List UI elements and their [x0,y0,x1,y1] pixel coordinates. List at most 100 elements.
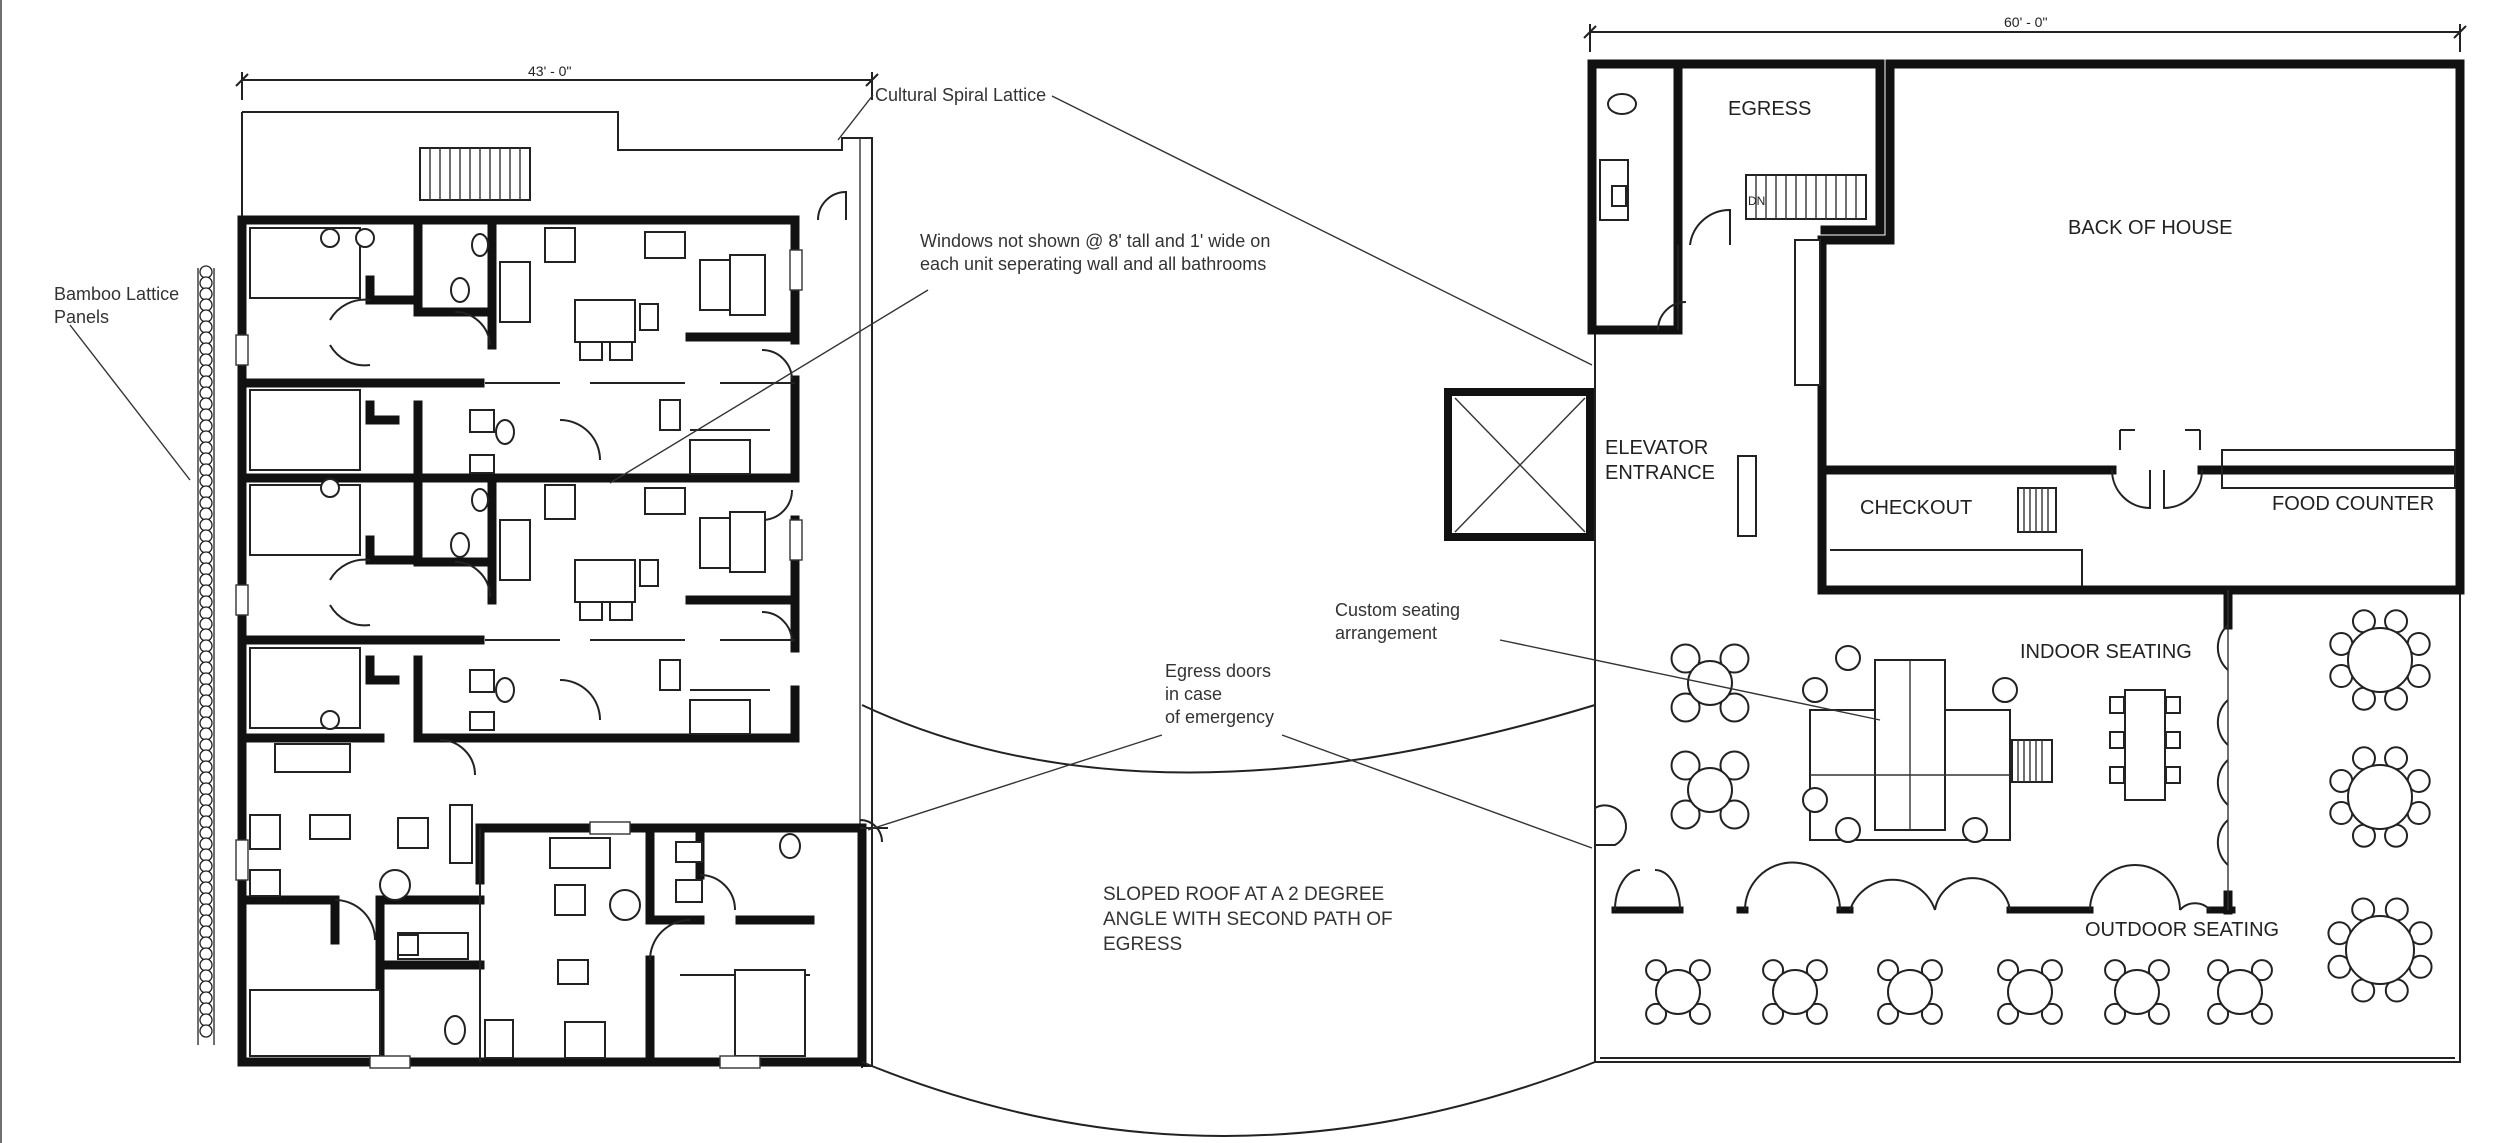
stair-dn-label: DN [1748,194,1765,208]
bathroom-fixtures [397,233,801,1045]
bamboo-panel [199,628,213,642]
chair [1670,692,1701,723]
bamboo-panel [199,837,213,851]
chair [1805,959,1828,982]
left-dimension-text: 43' - 0" [528,63,571,79]
commercial-building: 60' - 0" DN [1444,14,2467,1063]
bamboo-panel [199,507,213,521]
right-dimension-line [1583,24,2467,52]
egress-note-line3: of emergency [1165,707,1274,727]
outdoor-four-seat-table [1877,959,1943,1025]
bamboo-panel [199,804,213,818]
roof-note-line1: SLOPED ROOF AT A 2 DEGREE [1103,884,1384,905]
bamboo-panel [199,298,213,312]
windows-note-line1: Windows not shown @ 8' tall and 1' wide … [920,231,1270,251]
table-top [2114,969,2160,1015]
chair [1719,750,1750,781]
custom-seating-arrangement [1802,645,2053,843]
bamboo-panel [199,518,213,532]
bamboo-panel [199,419,213,433]
chair [1762,1002,1785,1025]
chair [1992,677,2018,703]
chair [2040,1002,2063,1025]
chair [1997,1002,2020,1025]
bamboo-panel [199,364,213,378]
egress-note-line2: in case [1165,684,1222,704]
chair [2250,959,2273,982]
bamboo-panel [199,408,213,422]
outdoor-four-seat-table [2207,959,2273,1025]
right-dimension-text: 60' - 0" [2004,14,2047,30]
bamboo-panel [199,606,213,620]
indoor-four-seat-table [1670,750,1750,830]
checkout-label: CHECKOUT [1860,497,1972,519]
table-top [1687,660,1733,706]
outdoor-eight-seat-table [2329,609,2431,711]
chair [1920,959,1943,982]
beds [249,227,806,1057]
chair [1805,1002,1828,1025]
chair [1877,959,1900,982]
bamboo-panel [199,430,213,444]
bamboo-panel [199,672,213,686]
bamboo-panel [199,826,213,840]
bamboo-panel [199,375,213,389]
chair [1802,677,1828,703]
bamboo-panel [199,914,213,928]
table-top [1772,969,1818,1015]
chair [1719,643,1750,674]
bamboo-panel [199,551,213,565]
bamboo-panel [199,320,213,334]
bamboo-panel [199,716,213,730]
bamboo-panel [199,980,213,994]
chair [1719,692,1750,723]
outdoor-four-seat-table [2104,959,2170,1025]
chair [1962,817,1988,843]
bamboo-panel [199,683,213,697]
food-counter-label: FOOD COUNTER [2272,493,2434,515]
chair [1920,1002,1943,1025]
outdoor-four-seat-table [1997,959,2063,1025]
bamboo-panel [199,529,213,543]
roof-note-line3: EGRESS [1103,934,1182,955]
table-top [2347,627,2413,693]
outdoor-four-seat-table [1762,959,1828,1025]
bamboo-panel [199,793,213,807]
bamboo-panel [199,386,213,400]
chair [1877,1002,1900,1025]
chair [2109,731,2125,749]
bamboo-panel [199,276,213,290]
elevator-label-line2: ENTRANCE [1605,462,1715,484]
bamboo-panel [199,650,213,664]
long-table [2109,689,2181,801]
outdoor-eight-seat-table [2329,746,2431,848]
bamboo-panel [199,265,213,279]
bamboo-lattice-panels [197,265,215,1045]
bamboo-panel [199,1013,213,1027]
bamboo-panel [199,969,213,983]
bamboo-panel [199,617,213,631]
table-top [2007,969,2053,1015]
chair [1719,799,1750,830]
bamboo-panel [199,397,213,411]
left-doors [329,190,883,961]
chair [1670,643,1701,674]
table-top [2347,764,2413,830]
chair [1670,750,1701,781]
bamboo-panel [199,485,213,499]
chair [2165,696,2181,714]
egress-note-line1: Egress doors [1165,661,1271,681]
table-top [2217,969,2263,1015]
roof-note-line2: ANGLE WITH SECOND PATH OF [1103,909,1393,930]
indoor-arc-doors [2216,624,2229,866]
bamboo-panel [199,936,213,950]
chair [2040,959,2063,982]
bamboo-panel [199,584,213,598]
chair [1645,959,1668,982]
outdoor-arc-doors [1594,804,2211,911]
chair [1835,645,1861,671]
chair [2147,1002,2170,1025]
bamboo-panel [199,947,213,961]
bamboo-panel [199,815,213,829]
